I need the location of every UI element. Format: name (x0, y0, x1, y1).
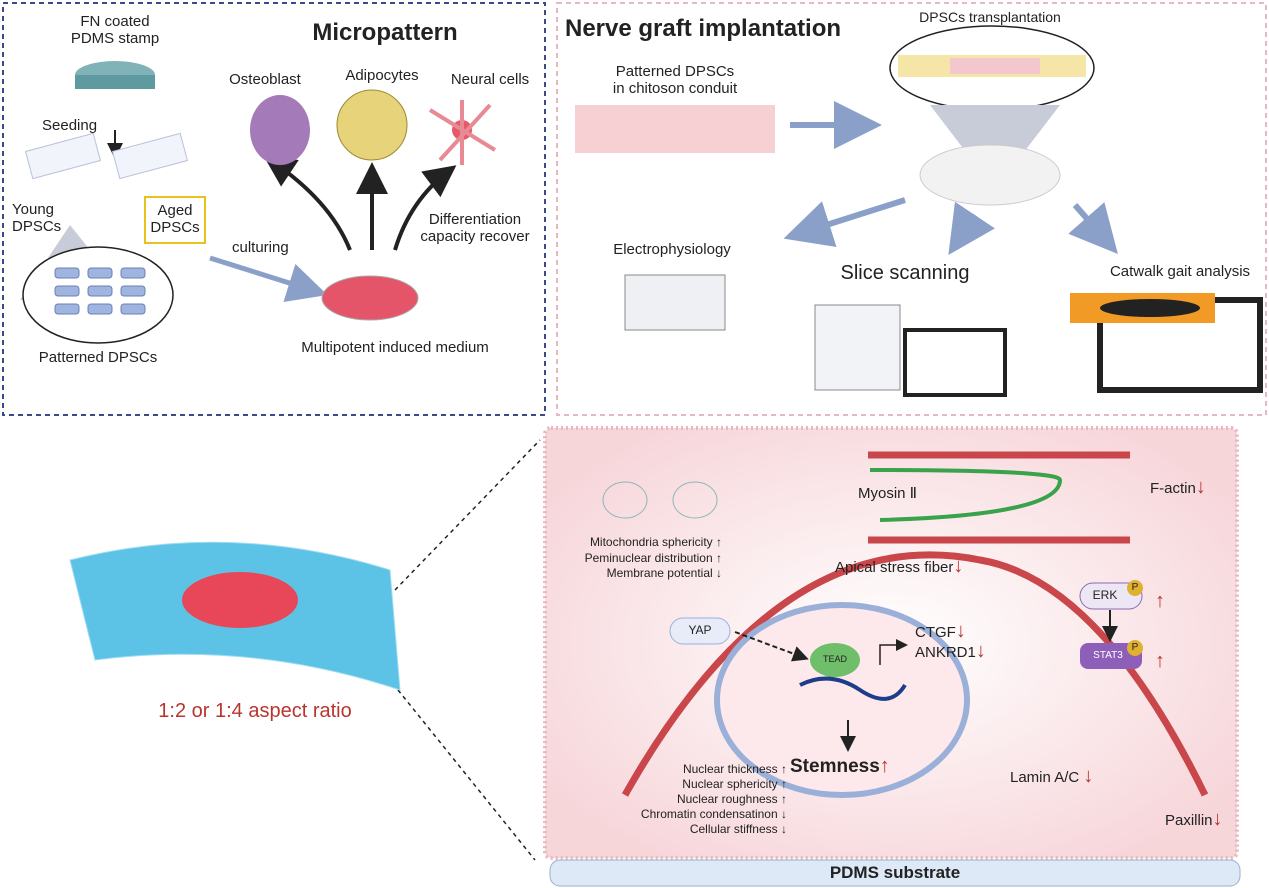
tead-label: TEAD (822, 654, 848, 664)
down-arrow-icon: ↓ (975, 640, 986, 662)
stat3-label: STAT3 (1093, 650, 1123, 661)
culturing-label: culturing (232, 239, 289, 256)
nuclear-note: Nuclear roughness ↑ (676, 792, 787, 806)
stemness-label: Stemness↑ (790, 755, 890, 778)
mito-note: Membrane potential ↓ (606, 566, 722, 581)
slice-label: Slice scanning (840, 262, 970, 284)
stemness-text: Stemness (790, 756, 880, 777)
mitochondria-notes: Mitochondria sphericity ↑ Peminuclear di… (585, 535, 722, 582)
nuclear-notes: Nuclear thickness ↑ Nuclear sphericity ↑… (641, 762, 787, 837)
aged-label: Aged DPSCs (150, 202, 200, 236)
nuclear-note: Cellular stiffness ↓ (689, 822, 787, 836)
graft-title: Nerve graft implantation (565, 15, 842, 42)
down-arrow-icon: ↓ (953, 555, 964, 577)
nuclear-note: Nuclear thickness ↑ (682, 762, 787, 776)
conduit-label: Patterned DPSCs in chitoson conduit (612, 63, 738, 97)
ctgf-label: CTGF↓ (915, 620, 966, 642)
pdms-substrate (549, 859, 1241, 887)
nuclear-note: Nuclear sphericity ↑ (682, 777, 787, 791)
seeding-label: Seeding (42, 117, 98, 134)
ctgf-text: CTGF (915, 624, 956, 641)
myosin-label: Myosin Ⅱ (858, 485, 918, 502)
lamin-label: Lamin A/C ↓ (1010, 765, 1093, 787)
nuclear-note: Chromatin condensatinon ↓ (640, 807, 787, 821)
aspect-ratio-label: 1:2 or 1:4 aspect ratio (158, 700, 352, 722)
factin-label: F-actin↓ (1150, 476, 1206, 498)
lamin-text: Lamin A/C (1010, 769, 1080, 786)
stamp-text: FN coated PDMS stamp (70, 13, 160, 47)
down-arrow-icon: ↓ (955, 620, 966, 642)
down-arrow-icon: ↓ (1195, 476, 1206, 498)
down-arrow-icon: ↓ (1212, 808, 1223, 830)
transplant-label: DPSCs transplantation (919, 9, 1061, 25)
mito-note: Mitochondria sphericity ↑ (589, 535, 722, 549)
micropattern-panel (2, 2, 546, 416)
phospho-icon: P (1131, 582, 1139, 593)
catwalk-label: Catwalk gait analysis (1109, 263, 1251, 280)
factin-text: F-actin (1150, 480, 1196, 497)
young-label: Young DPSCs (12, 201, 62, 235)
up-arrow-icon: ↑ (1155, 590, 1165, 612)
paxillin-label: Paxillin↓ (1165, 808, 1223, 830)
yap-label: YAP (688, 623, 712, 637)
osteoblast-label: Osteoblast (229, 71, 301, 88)
stamp-label: FN coated PDMS stamp (70, 13, 160, 47)
paxillin-text: Paxillin (1165, 812, 1213, 829)
apical-label: Apical stress fiber↓ (835, 555, 963, 577)
patterned-label: Patterned DPSCs (38, 349, 158, 366)
differentiation-label: Differentiation capacity recover (420, 211, 530, 245)
up-arrow-icon: ↑ (1155, 650, 1165, 672)
adipocytes-label: Adipocytes (345, 67, 419, 84)
electrophysiology-label: Electrophysiology (613, 241, 731, 258)
mito-note: Peminuclear distribution ↑ (584, 550, 722, 565)
substrate-label: PDMS substrate (829, 863, 961, 882)
neural-label: Neural cells (450, 71, 530, 88)
up-arrow-icon: ↑ (879, 755, 890, 777)
apical-text: Apical stress fiber (835, 559, 954, 576)
erk-label: ERK (1092, 588, 1118, 602)
phospho-icon: P (1131, 642, 1139, 653)
ankrd1-text: ANKRD1 (915, 644, 976, 661)
ankrd1-label: ANKRD1↓ (915, 640, 986, 662)
down-arrow-icon: ↓ (1083, 765, 1094, 787)
graft-panel (556, 2, 1267, 416)
medium-label: Multipotent induced medium (301, 339, 489, 356)
micropattern-title: Micropattern (312, 19, 458, 46)
